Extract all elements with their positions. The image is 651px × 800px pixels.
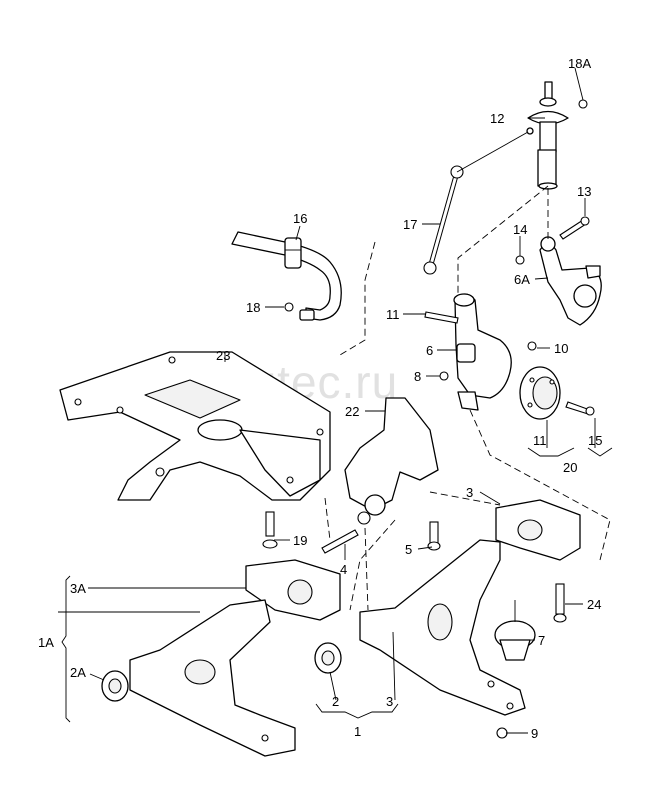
- label-22: 22: [345, 404, 359, 419]
- nut-14: [515, 255, 525, 265]
- nut-10: [527, 341, 537, 351]
- label-18: 18: [246, 300, 260, 315]
- hub-bolt-15: [565, 401, 595, 416]
- nut-18A: [578, 99, 588, 109]
- bolt-24: [553, 583, 567, 623]
- screw-8: [439, 371, 449, 381]
- wheel-bearing-housing-6: [453, 293, 512, 411]
- label-8: 8: [414, 369, 421, 384]
- bolt-19: [262, 511, 278, 549]
- bushing-2: [314, 642, 342, 674]
- wheel-hub-assembly: [519, 366, 561, 420]
- label-3A: 3A: [70, 581, 86, 596]
- bushing-3-upper: [495, 499, 581, 561]
- label-1A: 1A: [38, 635, 54, 650]
- label-11-upper: 11: [386, 307, 400, 322]
- bolt-5: [427, 521, 441, 551]
- label-6: 6: [426, 343, 433, 358]
- subframe: [59, 351, 331, 501]
- bolt-4: [321, 529, 359, 554]
- label-2A: 2A: [70, 665, 86, 680]
- label-17: 17: [403, 217, 417, 232]
- label-15: 15: [588, 433, 602, 448]
- label-4: 4: [340, 562, 347, 577]
- label-10: 10: [554, 341, 568, 356]
- label-12: 12: [490, 111, 504, 126]
- coupling-rod: [423, 131, 529, 275]
- label-14: 14: [513, 222, 527, 237]
- shock-absorber-strut: [526, 81, 569, 190]
- label-9: 9: [531, 726, 538, 741]
- label-23: 23: [216, 348, 230, 363]
- bracket-22: [344, 397, 439, 525]
- label-19: 19: [293, 533, 307, 548]
- nut-9: [496, 727, 508, 739]
- label-7: 7: [538, 633, 545, 648]
- assembly-dashed-lines: [324, 185, 611, 611]
- anti-roll-bar: [231, 231, 342, 321]
- wheel-bearing-housing-6A: [539, 236, 602, 326]
- label-11-lower: 11: [533, 433, 547, 448]
- label-20: 20: [563, 460, 577, 475]
- part-labels: 18A 12 13 16 17 14 6A 18 11 6 10 8 23 22…: [38, 56, 602, 741]
- label-24: 24: [587, 597, 601, 612]
- leader-lines: [58, 67, 613, 734]
- control-arm-right: [359, 539, 526, 716]
- label-5: 5: [405, 542, 412, 557]
- bolt-18: [284, 302, 294, 312]
- ball-joint-7: [494, 600, 536, 661]
- label-16: 16: [293, 211, 307, 226]
- label-3-lower: 3: [386, 694, 393, 709]
- bushing-3A: [245, 559, 341, 621]
- bolt-13: [559, 216, 590, 240]
- label-3-upper: 3: [466, 485, 473, 500]
- label-6A: 6A: [514, 272, 530, 287]
- bolt-11-upper: [424, 311, 459, 324]
- label-13: 13: [577, 184, 591, 199]
- bushing-2A: [101, 670, 129, 702]
- control-arm-left: [129, 599, 296, 757]
- label-1: 1: [354, 724, 361, 739]
- label-2: 2: [332, 694, 339, 709]
- label-18A: 18A: [568, 56, 591, 71]
